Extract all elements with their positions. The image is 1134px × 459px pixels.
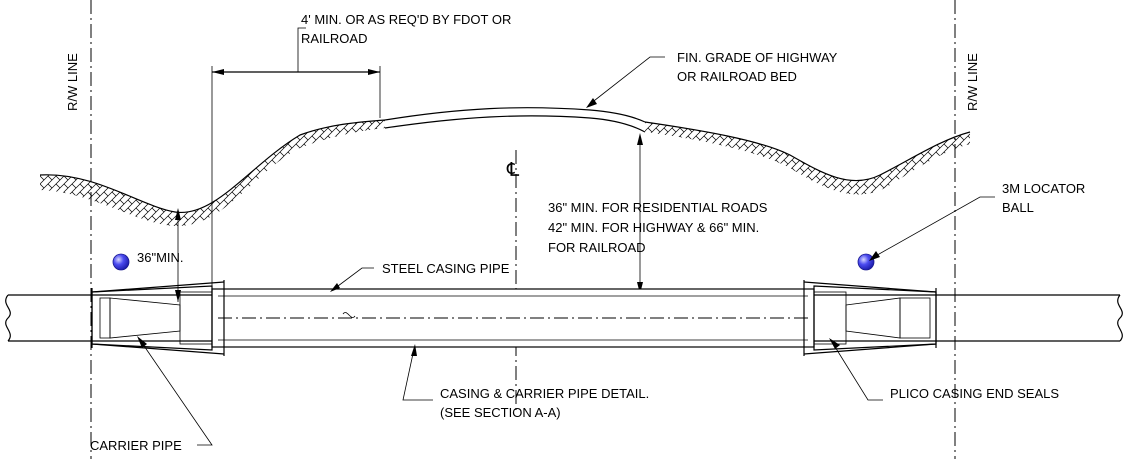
cover-label-3: FOR RAILROAD xyxy=(548,240,646,255)
locator-ball-right xyxy=(857,253,875,271)
arrow-carrier-pipe xyxy=(137,336,147,348)
min-cover-label: 36"MIN. xyxy=(137,250,184,265)
leader-min-offset xyxy=(297,27,306,72)
end-seal-right-bracket-bottom xyxy=(803,343,937,355)
road-surface xyxy=(384,107,646,123)
road-surface-bottom xyxy=(384,115,646,133)
leader-steel-casing xyxy=(333,267,374,290)
cover-label-1: 36" MIN. FOR RESIDENTIAL ROADS xyxy=(548,200,768,215)
end-seal-right-bracket-top xyxy=(803,281,937,293)
centerline-symbol: ℄ xyxy=(506,160,520,181)
locator-label-2: BALL xyxy=(1002,200,1034,215)
arrow-end-seals xyxy=(829,338,840,349)
ground-profile xyxy=(39,119,386,213)
ground-hatch-right xyxy=(645,122,970,195)
arrow-cover-bottom xyxy=(637,282,643,294)
carrier-pipe-label: CARRIER PIPE xyxy=(90,438,182,453)
locator-label-1: 3M LOCATOR xyxy=(1002,181,1085,196)
locator-ball-left xyxy=(112,253,130,271)
pipe-break-right xyxy=(1117,294,1123,342)
leader-end-seals xyxy=(831,341,883,401)
arrow-cover-top xyxy=(637,133,643,145)
end-seal-left-bracket-top xyxy=(91,281,225,293)
end-seal-left-cone xyxy=(109,297,181,339)
end-seals-label: PLICO CASING END SEALS xyxy=(890,386,1059,401)
leader-locator xyxy=(871,196,995,259)
arrow-min-top xyxy=(175,208,181,220)
arrow-grade xyxy=(586,98,597,108)
detail-label-2: (SEE SECTION A-A) xyxy=(440,405,561,420)
detail-label-1: CASING & CARRIER PIPE DETAIL. xyxy=(440,386,649,401)
grade-label-1: FIN. GRADE OF HIGHWAY xyxy=(677,50,838,65)
min-offset-label-2: RAILROAD xyxy=(301,31,367,46)
end-seal-left-bracket-bottom xyxy=(91,343,225,355)
break-symbol xyxy=(342,312,356,318)
leader-carrier-pipe xyxy=(139,339,213,446)
end-seal-left-band2 xyxy=(179,291,213,345)
rw-line-label-right: R/W LINE xyxy=(965,53,980,111)
end-seal-left-band xyxy=(99,297,111,339)
arrow-right xyxy=(368,69,380,75)
ground-hatch xyxy=(40,120,385,226)
steel-casing-label: STEEL CASING PIPE xyxy=(382,261,510,276)
arrow-left xyxy=(212,69,224,75)
leader-grade xyxy=(589,56,665,105)
grade-label-2: OR RAILROAD BED xyxy=(677,69,797,84)
arrow-locator xyxy=(869,251,880,261)
rw-line-label-left: R/W LINE xyxy=(65,53,80,111)
cover-label-2: 42" MIN. FOR HIGHWAY & 66" MIN. xyxy=(548,220,759,235)
leader-detail xyxy=(402,348,433,401)
end-seal-right-band2 xyxy=(899,297,931,339)
arrow-min-bottom xyxy=(175,290,181,302)
ground-profile-right xyxy=(644,121,971,182)
end-seal-right-band xyxy=(813,291,847,345)
arrow-detail xyxy=(411,344,417,356)
arrow-steel-casing xyxy=(330,283,340,292)
pipe-break-left xyxy=(5,294,11,342)
end-seal-right-cone xyxy=(845,297,901,339)
min-offset-label-1: 4' MIN. OR AS REQ'D BY FDOT OR xyxy=(301,12,511,27)
